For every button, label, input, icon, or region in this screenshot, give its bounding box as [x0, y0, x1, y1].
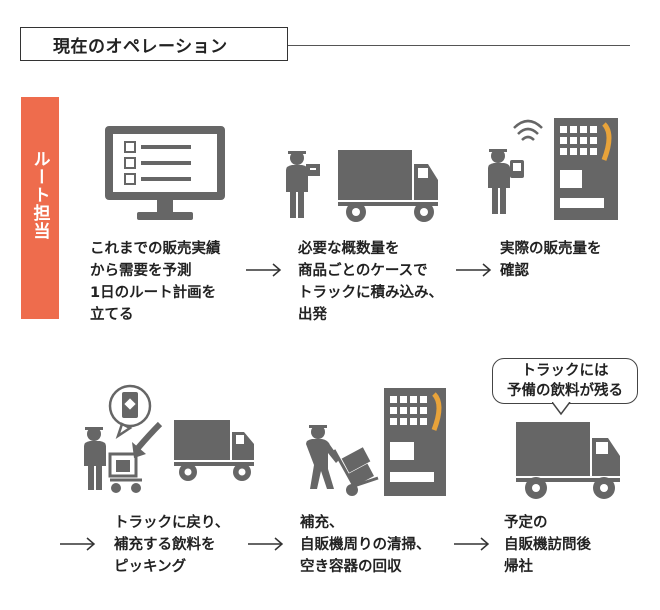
step-2-text: 必要な概数量を 商品ごとのケースで トラックに積み込み、 出発	[298, 241, 443, 323]
callout-tail	[552, 402, 572, 416]
step-6-text: 予定の 自販機訪問後 帰社	[504, 515, 591, 575]
role-band	[21, 97, 59, 319]
truck-icon	[514, 418, 632, 502]
step-3-text: 実際の販売量を 確認	[500, 241, 602, 279]
section-title: 現在のオペレーション	[20, 27, 288, 61]
step-4-text: トラックに戻り、 補充する飲料を ピッキング	[114, 515, 230, 575]
monitor-checklist-icon	[103, 124, 227, 224]
person-picking-truck-icon	[80, 384, 266, 496]
step-1-text: これまでの販売実績 から需要を予測 1日のルート計画を 立てる	[90, 241, 221, 323]
arrow-2	[456, 263, 492, 277]
role-label: ルート担当	[29, 150, 50, 240]
arrow-4	[248, 537, 284, 551]
callout-bubble: トラックには 予備の飲料が残る	[492, 358, 638, 404]
person-handheld-vending-icon	[484, 116, 624, 222]
arrow-1	[246, 263, 282, 277]
person-handtruck-vending-icon	[300, 386, 450, 498]
person-loading-truck-icon	[280, 148, 440, 228]
arrow-5	[454, 537, 490, 551]
arrow-3	[60, 537, 96, 551]
step-5-text: 補充、 自販機周りの清掃、 空き容器の回収	[300, 515, 431, 575]
title-rule	[288, 45, 630, 46]
